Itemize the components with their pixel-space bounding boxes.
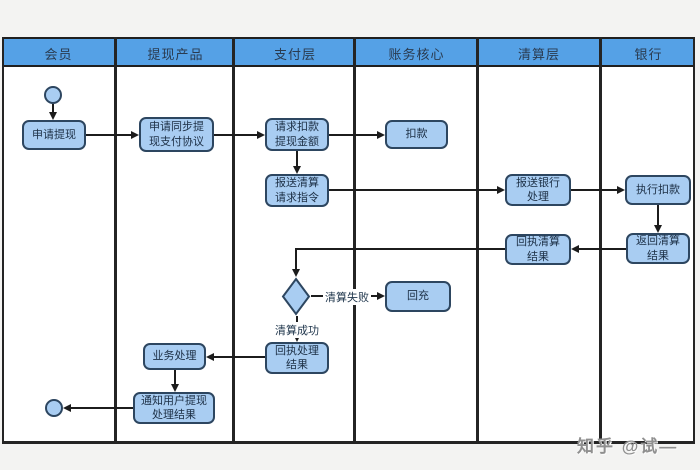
arrow-business-to-notify-head xyxy=(171,384,179,392)
arrow-notify-to-end-line xyxy=(71,407,133,409)
arrow-business-to-notify-line xyxy=(174,370,176,385)
arrow-return-to-receipt-head xyxy=(571,245,579,253)
arrow-bankproc-to-exec-head xyxy=(617,186,625,194)
node-deduct: 扣款 xyxy=(385,120,448,149)
lane-divider-2 xyxy=(232,37,235,444)
arrow-request-to-deduct-head xyxy=(377,131,385,139)
arrow-submitclearing-to-bankproc-line xyxy=(329,189,498,191)
arrow-receiptproc-to-business-line xyxy=(214,356,265,358)
arrow-exec-to-return-line xyxy=(657,205,659,227)
node-receipt-processing-result: 回执处理结果 xyxy=(265,342,329,374)
node-execute-deduction: 执行扣款 xyxy=(625,175,691,205)
arrow-start-to-apply-line xyxy=(52,104,54,115)
diamond-shape-icon xyxy=(281,277,311,316)
node-receipt-clearing-result: 回执清算结果 xyxy=(505,234,571,265)
lane-divider-4 xyxy=(476,37,479,444)
node-apply-withdrawal: 申请提现 xyxy=(22,120,86,150)
lane-header-withdraw-product: 提现产品 xyxy=(147,47,204,62)
lane-header-accounting-core: 账务核心 xyxy=(388,47,445,62)
arrow-request-to-deduct-line xyxy=(329,134,378,136)
arrow-diamond-to-refill-head xyxy=(377,292,385,300)
swimlane-table-background xyxy=(2,37,695,444)
end-circle xyxy=(45,399,63,417)
lane-divider-3 xyxy=(353,37,356,444)
lane-header-payment-layer: 支付层 xyxy=(273,47,316,62)
arrow-apply-to-sync-head xyxy=(131,131,139,139)
start-circle xyxy=(44,86,62,104)
lane-header-bank: 银行 xyxy=(634,47,663,62)
node-refill: 回充 xyxy=(385,281,451,312)
arrow-receipt-to-diamond-vline xyxy=(295,248,297,270)
arrow-sync-to-request-line xyxy=(214,134,258,136)
node-submit-bank-processing: 报送银行处理 xyxy=(505,174,571,206)
arrow-exec-to-return-head xyxy=(654,225,662,233)
node-notify-user-result: 通知用户提现处理结果 xyxy=(133,392,215,424)
lane-header-clearing-layer: 清算层 xyxy=(517,47,560,62)
arrow-return-to-receipt-line xyxy=(578,248,626,250)
table-bottom-border xyxy=(2,441,695,444)
arrow-receiptproc-to-business-head xyxy=(206,353,214,361)
lane-border-left xyxy=(2,37,4,444)
lane-divider-1 xyxy=(114,37,117,444)
node-business-processing: 业务处理 xyxy=(143,343,206,370)
arrow-bankproc-to-exec-line xyxy=(571,189,618,191)
lane-border-right xyxy=(693,37,695,444)
arrow-request-to-submitclearing-head xyxy=(293,166,301,174)
decision-diamond-clearing-result xyxy=(281,277,311,316)
arrow-apply-to-sync-line xyxy=(86,134,132,136)
arrow-receipt-to-diamond-head xyxy=(292,269,300,277)
edge-label-clearing-success: 清算成功 xyxy=(273,322,321,338)
node-return-clearing-result: 返回清算结果 xyxy=(626,233,690,264)
edge-label-clearing-failed: 清算失败 xyxy=(323,289,371,305)
swimlane-header-band xyxy=(2,37,695,67)
node-submit-clearing-request: 报送清算请求指令 xyxy=(265,174,329,207)
arrow-request-to-submitclearing-line xyxy=(296,151,298,167)
lane-divider-5 xyxy=(599,37,602,444)
arrow-diamond-to-receiptproc-head xyxy=(293,334,301,342)
arrow-receipt-to-diamond-hline xyxy=(295,248,505,250)
node-sync-payment-agreement: 申请同步提现支付协议 xyxy=(139,117,214,152)
arrow-notify-to-end-head xyxy=(63,404,71,412)
arrow-start-to-apply-head xyxy=(49,112,57,120)
watermark-zhihu: 知乎 @试— xyxy=(577,437,679,456)
arrow-submitclearing-to-bankproc-head xyxy=(497,186,505,194)
node-request-deduct-amount: 请求扣款提现金额 xyxy=(265,118,329,151)
arrow-sync-to-request-head xyxy=(257,131,265,139)
lane-header-member: 会员 xyxy=(44,47,73,62)
